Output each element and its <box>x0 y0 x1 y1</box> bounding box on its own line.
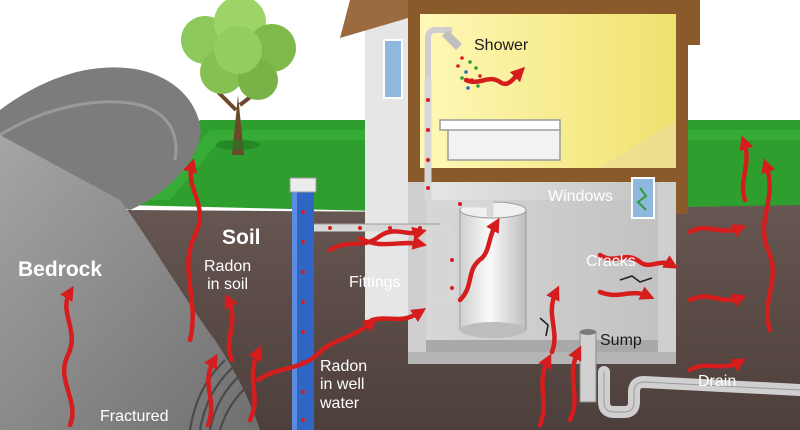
label-radon-in-well-line1: Radon <box>320 358 368 375</box>
upper-floor <box>420 120 676 168</box>
label-shower: Shower <box>474 37 529 54</box>
radon-arrow-far-right <box>761 158 776 333</box>
label-radon-in-well-line2: in well <box>320 376 365 394</box>
label-radon-in-soil-line2: in soil <box>207 276 249 294</box>
radon-arrow-fractured-2 <box>247 345 262 423</box>
foundation-right-wall <box>658 182 676 362</box>
radon-arrow-shower <box>463 66 526 87</box>
radon-arrow-drain <box>687 358 747 373</box>
water-well <box>289 177 317 430</box>
label-windows: Windows <box>548 188 613 205</box>
radon-arrow-under-slab-2 <box>567 345 582 423</box>
label-fittings: Fittings <box>349 274 401 291</box>
floor-joist <box>408 168 688 182</box>
water-pipes <box>306 76 494 304</box>
radon-arrow-fractured <box>204 353 218 428</box>
radon-arrow-tank <box>457 217 500 303</box>
radon-arrow-cracks-2 <box>597 286 655 300</box>
tree <box>181 0 296 155</box>
well-radon-dots <box>301 210 305 422</box>
side-window <box>383 39 403 99</box>
radon-arrow-fittings-2 <box>357 235 428 250</box>
label-cracks: Cracks <box>586 253 636 270</box>
house-roof-eave <box>660 0 700 45</box>
basement-window <box>631 177 655 219</box>
radon-arrow-soil-mid <box>224 293 238 363</box>
radon-arrow-crack-floor <box>546 285 560 355</box>
radon-arrow-cracks <box>597 252 679 269</box>
label-drain: Drain <box>698 373 737 390</box>
radon-arrow-under-slab <box>537 353 552 428</box>
radon-arrows <box>60 66 776 428</box>
house-left-post <box>408 14 420 180</box>
radon-arrow-window <box>687 223 747 238</box>
label-soil: Soil <box>222 226 261 249</box>
house-right-post <box>676 14 688 214</box>
house-roof-side <box>340 0 408 38</box>
house-roof <box>408 0 700 14</box>
radon-arrow-to-fittings <box>327 226 427 253</box>
radon-arrow-fittings-3 <box>369 308 427 323</box>
shower-head <box>425 27 462 80</box>
grass-highlight <box>150 130 800 200</box>
radon-arrow-soil-left <box>183 158 203 343</box>
radon-arrow-to-foundation <box>255 317 378 383</box>
bathtub <box>439 119 561 161</box>
drain-pipe <box>598 366 800 418</box>
foundation-cracks <box>539 275 653 337</box>
radon-arrow-right-soil <box>687 293 747 308</box>
label-bedrock: Bedrock <box>18 258 103 281</box>
radon-arrow-far-right-2 <box>739 135 754 203</box>
foundation-left-wall <box>408 182 426 362</box>
sump-pit <box>579 329 597 403</box>
label-fractured: Fractured <box>100 408 169 425</box>
label-radon-in-well-water: Radon in well water <box>320 358 367 413</box>
label-sump: Sump <box>600 332 642 349</box>
label-radon-in-well-line3: water <box>320 394 360 412</box>
bedrock-ridge <box>0 100 178 161</box>
radon-arrow-bedrock <box>60 285 75 428</box>
label-radon-in-soil-line1: Radon <box>204 258 252 275</box>
water-tank <box>459 201 527 338</box>
label-radon-in-soil: Radon in soil <box>204 258 251 295</box>
foundation-slab <box>408 352 676 364</box>
